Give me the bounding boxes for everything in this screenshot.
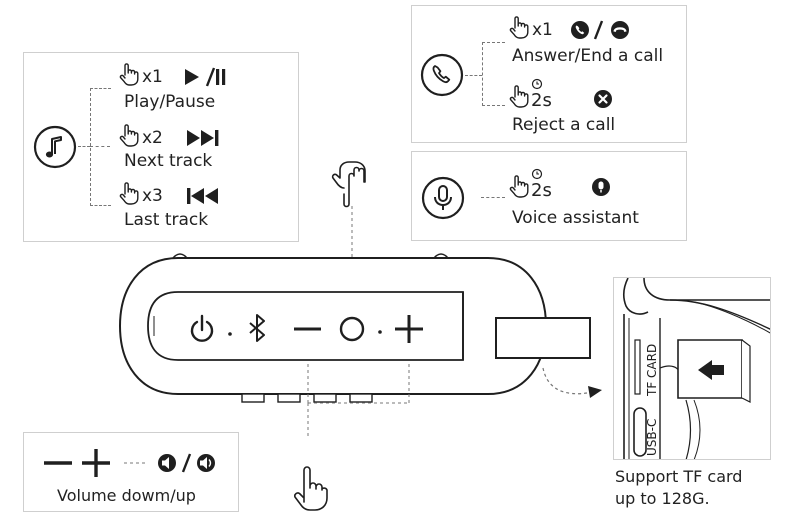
tap-hand-icon [119, 124, 139, 147]
music-bracket [90, 88, 111, 206]
microphone-icon [592, 178, 610, 196]
multifunction-button [339, 316, 365, 342]
hold-duration: 2s [531, 90, 552, 111]
tap-count: x1 [532, 20, 553, 40]
last-track-label: Last track [124, 210, 209, 230]
next-track-icon [187, 130, 219, 146]
volume-down-up-icon [44, 449, 215, 477]
next-track-label: Next track [124, 151, 213, 171]
tap-hand-icon [119, 63, 139, 86]
tap-hand-icon [509, 16, 529, 39]
pointing-hand-icon [331, 161, 366, 208]
volume-control-panel [23, 432, 239, 512]
voice-connector [481, 197, 505, 198]
hold-timer-hand-icon [509, 168, 543, 198]
tap-count: x2 [142, 128, 163, 148]
call-bracket-stem [465, 75, 482, 76]
tf-card-inset: TF CARD USB-C [613, 277, 771, 460]
tf-card-slot-label: TF CARD [645, 344, 659, 397]
hold-duration: 2s [531, 180, 552, 201]
tf-card-caption-line1: Support TF card [615, 467, 743, 486]
tf-card-caption-line2: up to 128G. [615, 489, 710, 508]
pointing-hand-icon [294, 466, 328, 511]
reject-call-label: Reject a call [512, 115, 616, 135]
tf-card-slot-illustration: TF CARD USB-C [623, 278, 770, 459]
call-control-panel [411, 5, 687, 143]
hold-timer-hand-icon [509, 78, 543, 108]
play-pause-icon [185, 67, 226, 87]
call-bracket [482, 42, 505, 106]
voice-assistant-panel [411, 151, 687, 241]
music-note-icon [33, 125, 77, 169]
tap-count: x1 [142, 67, 163, 87]
music-bracket-mid [90, 146, 110, 147]
music-bracket-stem [78, 146, 90, 147]
answer-end-call-label: Answer/End a call [512, 46, 664, 66]
speaker-illustration [118, 161, 602, 436]
answer-end-call-icon [571, 20, 629, 40]
bluetooth-icon [249, 314, 265, 342]
microphone-circle-icon [421, 176, 465, 220]
insert-arrow-icon [698, 360, 724, 380]
tap-hand-icon [119, 182, 139, 205]
power-button-icon [190, 314, 214, 342]
voice-assistant-label: Voice assistant [512, 208, 639, 228]
reject-call-icon [594, 90, 612, 108]
tap-count: x3 [142, 186, 163, 206]
play-pause-label: Play/Pause [124, 92, 216, 112]
volume-label: Volume dowm/up [57, 486, 196, 505]
music-control-panel [23, 52, 299, 242]
phone-icon [420, 53, 464, 97]
usb-c-port-label: USB-C [645, 419, 659, 456]
previous-track-icon [187, 188, 218, 204]
